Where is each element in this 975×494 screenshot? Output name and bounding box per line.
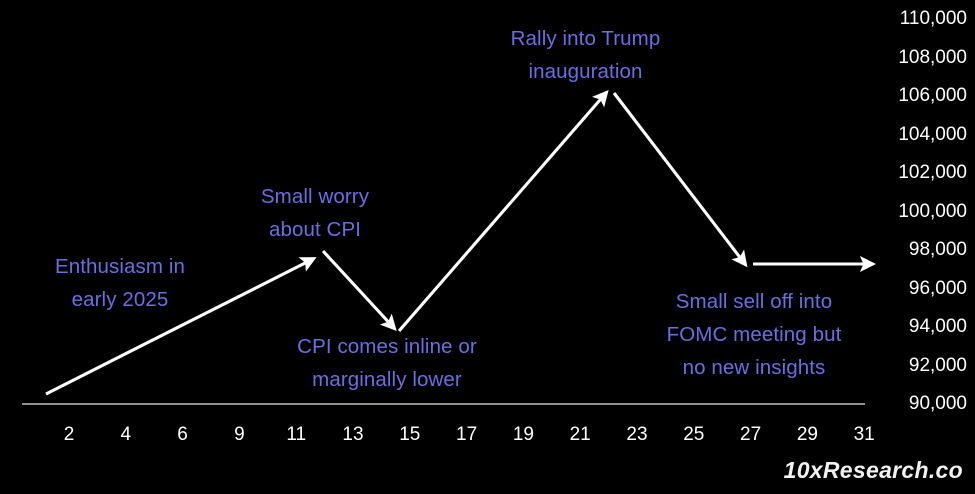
x-axis-tick-label: 6 — [177, 424, 188, 445]
arrow-enthusiasm-rise — [45, 257, 317, 396]
x-axis-tick-label: 31 — [853, 424, 875, 445]
x-axis-tick-label: 9 — [234, 424, 245, 445]
annotation-cpi-inline: CPI comes inline or marginally lower — [297, 335, 477, 391]
x-axis-tick-label: 25 — [683, 424, 705, 445]
x-axis-baseline — [22, 403, 865, 405]
annotation-fomc-selloff: Small sell off into FOMC meeting but no … — [666, 290, 842, 379]
x-axis-tick-label: 21 — [569, 424, 591, 445]
x-axis-tick-label: 11 — [286, 424, 307, 445]
y-axis-tick-label: 90,000 — [908, 393, 967, 414]
y-axis-tick-label: 110,000 — [899, 8, 967, 29]
arrow-fomc-selloff — [612, 92, 748, 268]
plot-area: Enthusiasm in early 2025 Small worry abo… — [22, 27, 877, 405]
y-axis-tick-label: 102,000 — [898, 162, 967, 183]
y-axis-tick-label: 96,000 — [908, 277, 967, 299]
x-axis-tick-label: 19 — [512, 424, 534, 445]
annotation-trump-rally: Rally into Trump inauguration — [510, 27, 661, 83]
x-axis-tick-label: 29 — [796, 424, 818, 445]
x-axis-tick-label: 27 — [740, 424, 762, 445]
x-axis-tick-label: 4 — [120, 424, 132, 445]
y-axis-tick-label: 108,000 — [898, 46, 967, 68]
x-axis: 2 4 6 9 11 13 15 17 19 21 23 25 27 29 31 — [0, 424, 880, 454]
y-axis-tick-label: 92,000 — [908, 354, 967, 376]
trend-arrows-group — [45, 89, 877, 396]
x-axis-tick-label: 2 — [63, 424, 75, 445]
x-axis-tick-label: 17 — [456, 424, 478, 445]
y-axis-tick-label: 106,000 — [898, 85, 967, 106]
y-axis-tick-label: 94,000 — [908, 316, 967, 337]
y-axis-tick-label: 100,000 — [898, 200, 967, 222]
x-axis-tick-label: 23 — [626, 424, 648, 445]
x-axis-tick-label: 13 — [342, 424, 364, 445]
watermark-logo: 10xResearch.co — [783, 457, 963, 483]
annotation-enthusiasm: Enthusiasm in early 2025 — [54, 255, 186, 311]
y-axis-tick-label: 98,000 — [908, 239, 967, 260]
arrow-inauguration-rally — [397, 89, 609, 333]
annotation-small-worry-cpi: Small worry about CPI — [260, 185, 370, 241]
y-axis: 110,000 108,000 106,000 104,000 102,000 100,0… — [874, 0, 975, 420]
arrow-cpi-dip — [321, 249, 397, 331]
x-axis-tick-label: 15 — [399, 424, 421, 445]
y-axis-tick-label: 104,000 — [898, 123, 967, 145]
